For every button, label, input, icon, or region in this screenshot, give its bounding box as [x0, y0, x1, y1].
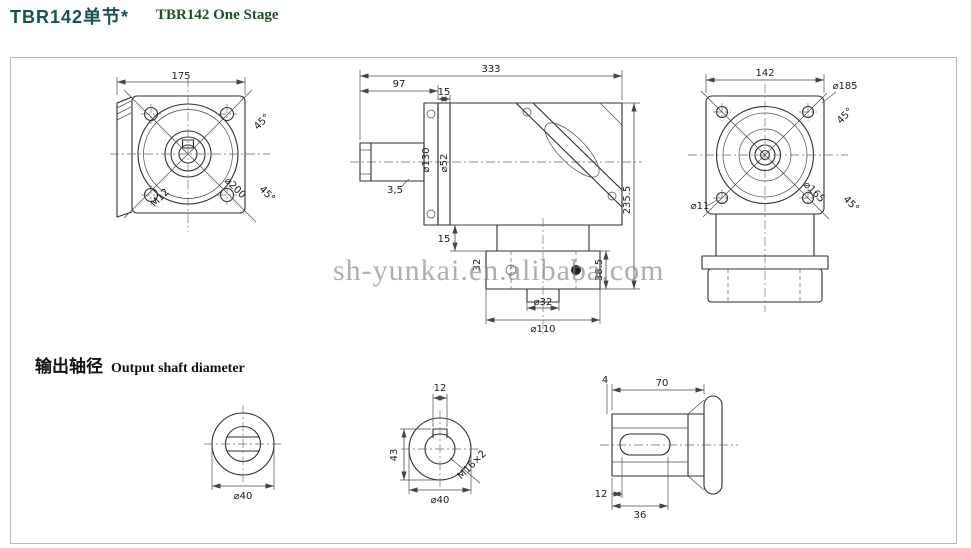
dim-side-flange-offset: 15 — [438, 87, 451, 98]
side-tab-outline — [116, 96, 133, 218]
drawing-frame — [10, 57, 957, 544]
section-title-cn: 输出轴径 — [35, 357, 103, 376]
dim-side-input-flange-dia: ⌀130 — [421, 147, 432, 172]
dim-side-step: 15 — [438, 234, 451, 245]
dim-shaft3-length: 70 — [656, 378, 669, 389]
back-flange-view: 142 ⌀185 45° ⌀165 45° ⌀11 — [688, 68, 861, 312]
keyway-slot — [619, 433, 671, 456]
shaft-side-view: 4 70 12 36 — [595, 375, 738, 521]
dim-side-total-height: 235.5 — [622, 186, 633, 215]
dim-side-chamfer: 3,5 — [387, 185, 403, 196]
dim-side-flange-thickness: 38.5 — [594, 259, 605, 281]
bottom-block — [707, 268, 823, 303]
dim-side-output-flange-dia: ⌀110 — [530, 324, 555, 335]
bolt-section — [571, 265, 581, 275]
dim-side-neck-height: 32 — [472, 259, 483, 272]
side-section-view: 333 97 15 235.5 ⌀130 ⌀52 3,5 15 32 38.5 — [350, 64, 642, 336]
dim-shaft3-key-offset: 12 — [595, 489, 608, 500]
dim-shaft2-key-width: 12 — [434, 383, 447, 394]
dim-shaft3-offset: 4 — [602, 375, 608, 386]
dim-shaft3-key-length: 36 — [634, 510, 647, 521]
dim-back-angle-top: 45° — [835, 106, 855, 126]
dim-front-width: 175 — [171, 71, 190, 82]
dim-back-bolt-circle: ⌀165 — [801, 179, 827, 205]
dim-shaft1-dia: ⌀40 — [234, 491, 253, 502]
output-shaft-section-title: 输出轴径 Output shaft diameter — [35, 352, 245, 377]
flange-outline — [131, 95, 246, 214]
bolt-holes — [141, 104, 237, 205]
page-subtitle: TBR142 One Stage — [156, 7, 279, 23]
dim-back-width: 142 — [755, 68, 774, 79]
page-title: TBR142单节* — [10, 7, 130, 27]
dim-shaft2-height: 43 — [389, 449, 400, 462]
housing — [437, 102, 623, 226]
dim-shaft2-dia: ⌀40 — [431, 495, 450, 506]
dim-side-total-length: 333 — [481, 64, 500, 75]
dim-side-output-shaft-dia: ⌀32 — [534, 297, 553, 308]
front-flange-view: 175 45° 45° ⌀200 M12 — [110, 71, 277, 232]
section-title-en: Output shaft diameter — [111, 361, 245, 376]
shaft-end-plain-view: ⌀40 — [204, 405, 282, 502]
dim-side-input-shaft-dia: ⌀52 — [439, 154, 450, 173]
dim-back-hole-dia: ⌀11 — [691, 201, 710, 212]
dim-side-input-length: 97 — [393, 79, 406, 90]
dim-back-angle-bottom: 45° — [841, 194, 861, 214]
dim-front-angle-bottom: 45° — [257, 184, 277, 204]
dim-back-outer-dia: ⌀185 — [832, 81, 857, 92]
dim-front-angle-top: 45° — [252, 112, 272, 132]
shaft-end-key-view: 12 43 M16×2 ⌀40 — [389, 383, 489, 506]
watermark: sh-yunkai.en.alibaba.com — [333, 254, 665, 287]
